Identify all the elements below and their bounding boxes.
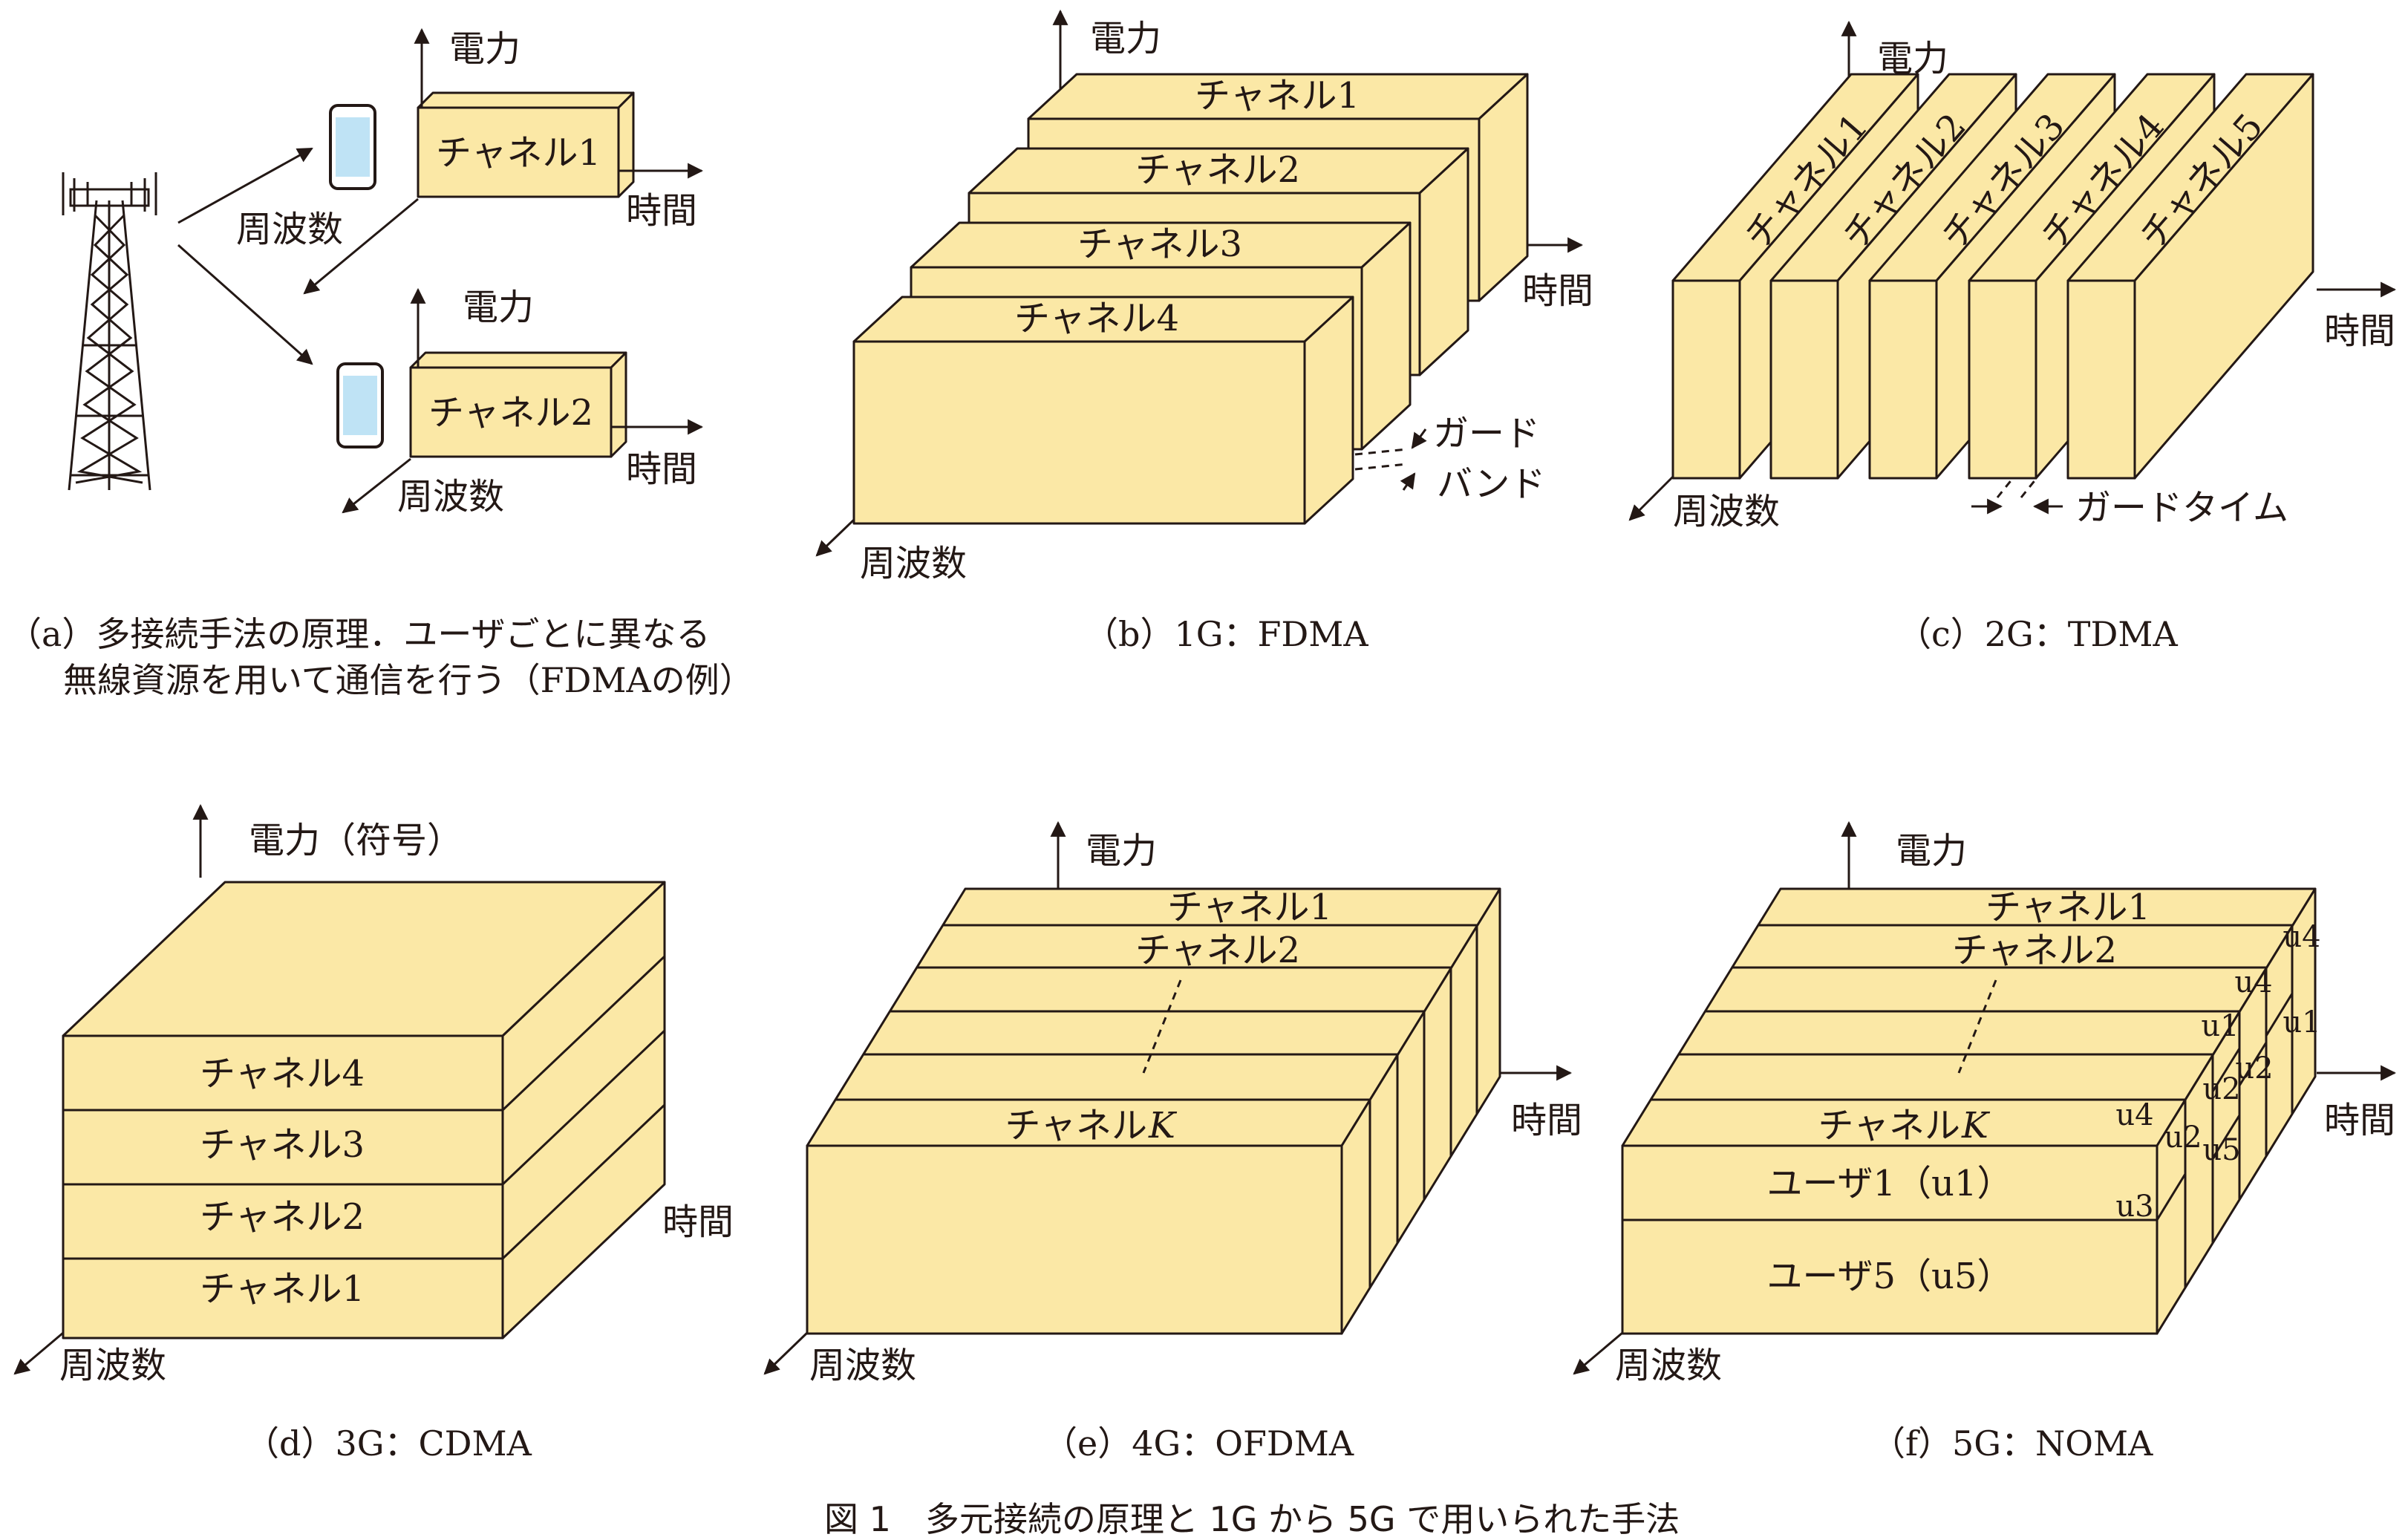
panel-e-channel-2-label: チャネル2 [1135,930,1300,971]
panel-d-power-label: 電力（符号） [249,820,463,861]
panel-d-channel-4-label: チャネル4 [200,1053,365,1094]
smartphone-icon [329,104,376,190]
panel-f-u4-back: u4 [2283,920,2320,954]
panel-f-u4-front: u4 [2115,1098,2153,1132]
panel-a-channel-1-label: チャネル1 [436,132,601,174]
panel-f-power-label: 電力 [1896,830,1967,872]
panel-b-freq-label: 周波数 [860,543,967,584]
panel-c-guard-label: ガードタイム [2075,487,2288,529]
panel-d-stack: チャネル4 チャネル3 チャネル2 チャネル1 [62,881,666,1340]
panel-a-caption-line2: 無線資源を用いて通信を行う（FDMAの例） [63,660,754,700]
panel-e-k-symbol: K [1148,1105,1178,1146]
panel-e-block: チャネル1 チャネル2 チャネル K [806,887,1501,1335]
panel-f-channel-1-label: チャネル1 [1986,887,2150,928]
panel-f-u1-back: u1 [2283,1005,2320,1040]
base-station-tower-icon [62,172,157,491]
panel-a-freq-2-label: 周波数 [397,476,504,518]
panel-f-time-label: 時間 [2324,1100,2395,1141]
panel-d-channel-3-label: チャネル3 [200,1124,365,1166]
panel-a-channel-2-label: チャネル2 [428,392,593,434]
panel-f-channel-k-label: チャネル [1818,1105,1960,1146]
smartphone-icon [336,362,384,448]
panel-c-power-label: 電力 [1877,38,1948,79]
panel-c: 電力 時間 周波数 チャネル1 チャネル2 チャネル3 チャネル4 [1628,20,2397,654]
panel-f-block: チャネル1 チャネル2 チャネル K ユーザ1（u1） ユーザ5（u5） u4 … [1621,887,2321,1335]
panel-f-caption: （f）5G：NOMA [1871,1423,2153,1464]
panel-c-time-label: 時間 [2324,310,2395,352]
panel-a-channel-2-box: チャネル2 [409,351,627,458]
panel-f-user-1-label: ユーザ1（u1） [1766,1163,2012,1204]
panel-a-caption-line1: （a）多接続手法の原理．ユーザごとに異なる [7,614,711,654]
panel-a-time-2-label: 時間 [626,448,697,490]
panel-d-time-label: 時間 [662,1201,734,1243]
panel-a-power-1-label: 電力 [449,28,521,70]
panel-a-power-2-label: 電力 [463,287,534,328]
panel-d-caption: （d）3G：CDMA [245,1423,532,1464]
panel-f-k-symbol: K [1961,1105,1991,1146]
panel-f-u2-mid: u2 [2202,1072,2240,1106]
panel-b-channel-3-label: チャネル3 [1077,224,1242,265]
panel-f-u5: u5 [2202,1133,2240,1167]
panel-b: 電力 時間 周波数 チャネル1 チャネル2 チャネル3 チャネル4 [815,9,1593,654]
panel-e-time-label: 時間 [1511,1100,1582,1141]
panel-b-channel-1-label: チャネル1 [1195,75,1360,117]
panel-c-caption: （c）2G：TDMA [1897,614,2178,654]
panel-d: 電力（符号） 時間 周波数 チャネル4 チャネル3 チャネル2 チャネル1 （d… [13,803,734,1464]
panel-a-time-1-label: 時間 [626,190,697,232]
panel-c-guard-time-marker: ガードタイム [1971,478,2288,529]
panel-b-channel-2-label: チャネル2 [1135,149,1300,191]
panel-e-channel-k-label: チャネル [1005,1105,1147,1146]
panel-e-power-label: 電力 [1086,830,1157,872]
panel-d-channel-1-label: チャネル1 [200,1268,365,1310]
panel-e: 電力 時間 周波数 チャネル1 チャネル2 チャネル K （e）4G：OFDMA [763,820,1582,1464]
panel-f-u4-mid: u4 [2234,965,2272,999]
panel-a-freq-1-label: 周波数 [236,209,343,250]
panel-a-channel-1-box: チャネル1 [417,91,635,198]
panel-b-channel-4-box: チャネル4 [852,296,1354,525]
panel-b-guard-label-1: ガード [1433,413,1540,454]
panel-f-u3: u3 [2115,1190,2153,1224]
panel-a: チャネル1 電力 時間 周波数 チャネル2 電力 時間 周波数 （a）多接続手法… [7,27,754,700]
panel-b-power-label: 電力 [1090,18,1161,59]
panel-b-guard-band-marker: ガード バンド [1354,413,1545,505]
panel-d-channel-2-label: チャネル2 [200,1196,365,1238]
panel-f-u2-front: u2 [2164,1120,2202,1155]
panel-f-channel-2-label: チャネル2 [1952,930,2117,971]
panel-f-user-5-label: ユーザ5（u5） [1766,1256,2012,1297]
panel-f: 電力 時間 周波数 チャネル1 チャネル2 [1573,820,2397,1464]
panel-e-freq-label: 周波数 [809,1345,916,1386]
panel-b-guard-label-2: バンド [1437,463,1545,505]
panel-b-caption: （b）1G：FDMA [1084,614,1368,654]
panel-f-u2-back: u2 [2235,1051,2273,1086]
panel-b-channel-4-label: チャネル4 [1014,298,1179,339]
panel-d-freq-label: 周波数 [59,1345,166,1386]
panel-e-caption: （e）4G：OFDMA [1043,1423,1354,1464]
panel-c-freq-label: 周波数 [1673,491,1780,532]
panel-b-time-label: 時間 [1522,270,1593,312]
panel-e-channel-1-label: チャネル1 [1167,887,1332,928]
panel-f-freq-label: 周波数 [1615,1345,1722,1386]
panel-f-u1-mid: u1 [2201,1009,2239,1043]
figure-caption: 図 1 多元接続の原理と 1G から 5G で用いられた手法 [824,1499,1680,1539]
